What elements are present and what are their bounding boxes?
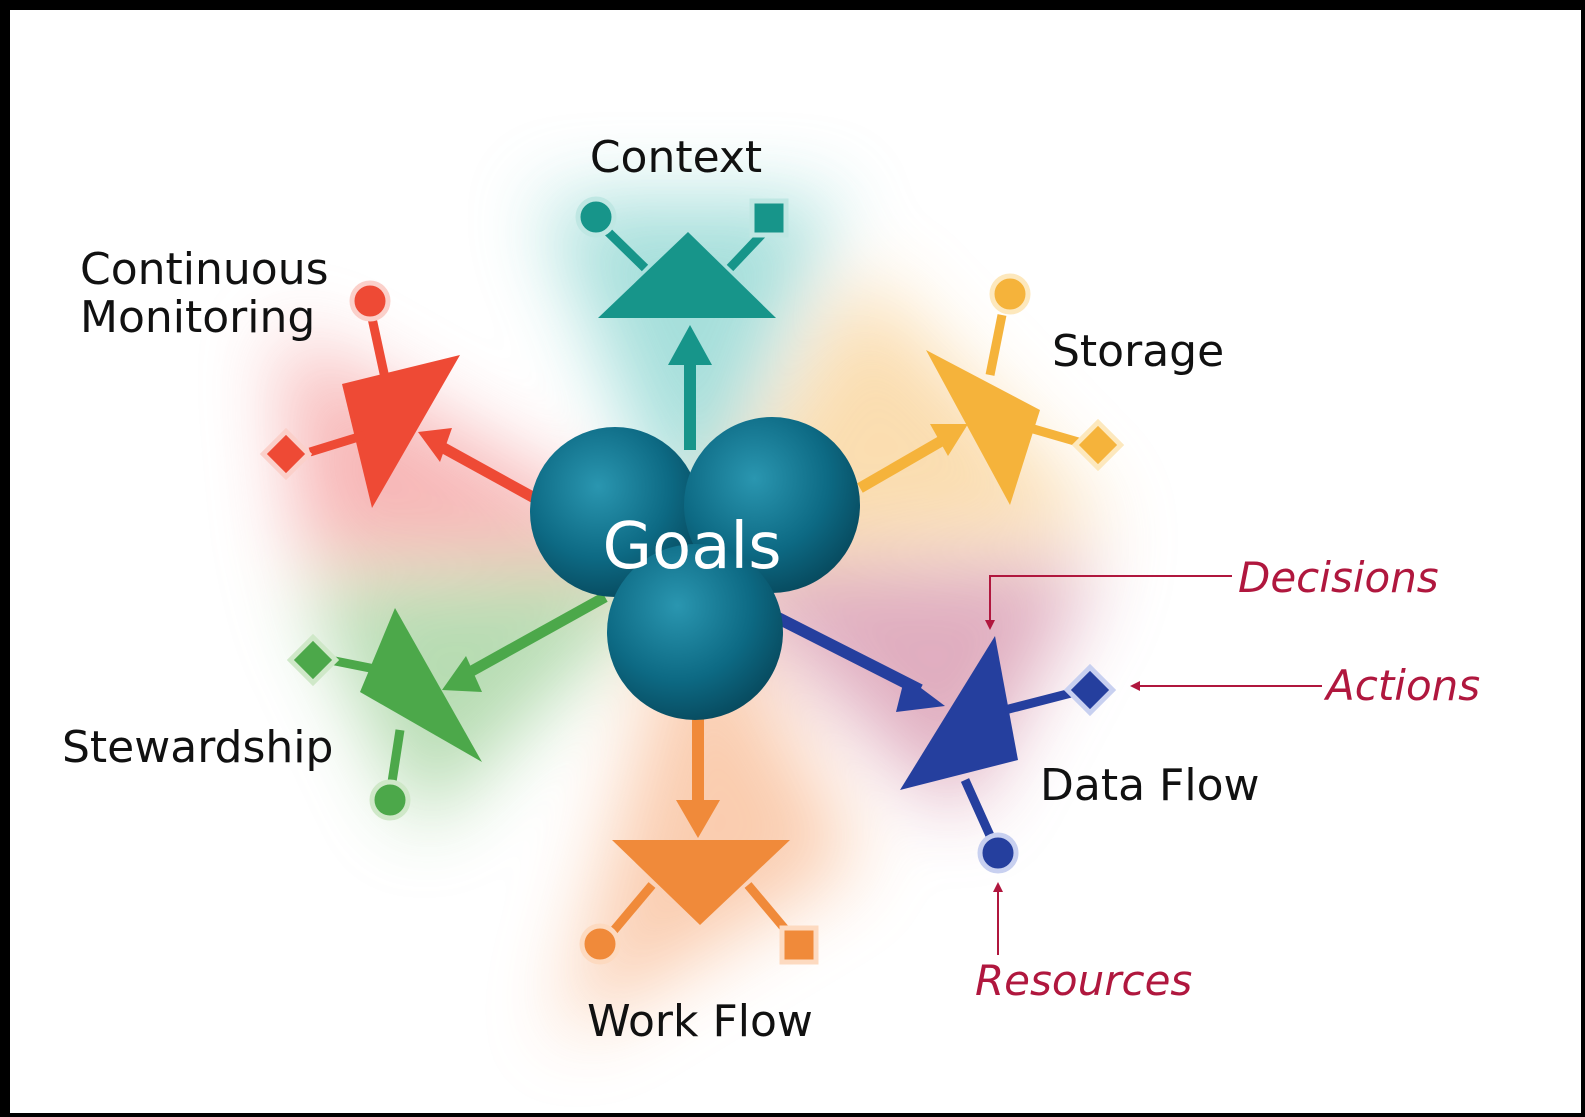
annotation-decisions: Decisions — [1238, 553, 1439, 602]
annotations: Decisions Actions Resources — [975, 553, 1480, 1005]
triangle-context — [598, 232, 776, 318]
square-connector-icon — [286, 633, 340, 687]
square-connector-icon — [779, 925, 819, 965]
triangle-data-flow — [900, 636, 1018, 790]
triangle-continuous-monitoring — [342, 355, 460, 508]
triangle-stewardship — [360, 608, 482, 762]
node-stewardship: Stewardship — [62, 592, 608, 821]
circle-connector-icon — [349, 280, 391, 322]
node-label-data-flow: Data Flow — [1040, 760, 1259, 811]
arrow-icon — [676, 800, 720, 838]
node-label-work-flow: Work Flow — [587, 996, 813, 1047]
arrow-icon — [668, 325, 712, 365]
annotation-resources: Resources — [975, 956, 1192, 1005]
arrow-icon — [930, 424, 968, 456]
node-context: Context — [575, 132, 789, 450]
node-storage: Storage — [857, 273, 1224, 505]
node-label-context: Context — [590, 132, 762, 183]
label-line-1: Continuous — [80, 244, 329, 295]
circle-connector-icon — [977, 832, 1019, 874]
triangle-storage — [926, 350, 1040, 505]
decisions-leader — [989, 575, 1232, 622]
node-label-stewardship: Stewardship — [62, 722, 333, 773]
annotation-actions: Actions — [1323, 661, 1480, 710]
arrow-icon — [985, 620, 995, 630]
node-continuous-monitoring: Continuous Monitoring — [80, 244, 541, 508]
arrow-icon — [1130, 681, 1140, 691]
node-label-storage: Storage — [1052, 326, 1224, 377]
goals-sphere-right — [684, 417, 860, 593]
circle-connector-icon — [575, 196, 617, 238]
label-line-2: Monitoring — [80, 292, 315, 343]
triangle-work-flow — [612, 840, 790, 925]
circle-connector-icon — [369, 779, 411, 821]
square-connector-icon — [259, 427, 313, 481]
circle-connector-icon — [579, 923, 621, 965]
square-connector-icon — [1071, 418, 1125, 472]
node-work-flow: Work Flow — [579, 712, 819, 1047]
node-label-continuous-monitoring: Continuous Monitoring — [80, 244, 343, 343]
arrow-icon — [896, 676, 945, 712]
square-connector-icon — [749, 198, 789, 238]
arrow-icon — [442, 656, 482, 692]
goals-cluster: Goals — [530, 417, 860, 720]
arrow-icon — [993, 882, 1003, 892]
goals-sphere-bottom — [607, 544, 783, 720]
arrow-icon — [418, 428, 452, 462]
circle-connector-icon — [989, 273, 1031, 315]
goals-label: Goals — [602, 510, 781, 584]
square-connector-icon — [1063, 663, 1117, 717]
node-data-flow: Data Flow — [775, 612, 1259, 874]
